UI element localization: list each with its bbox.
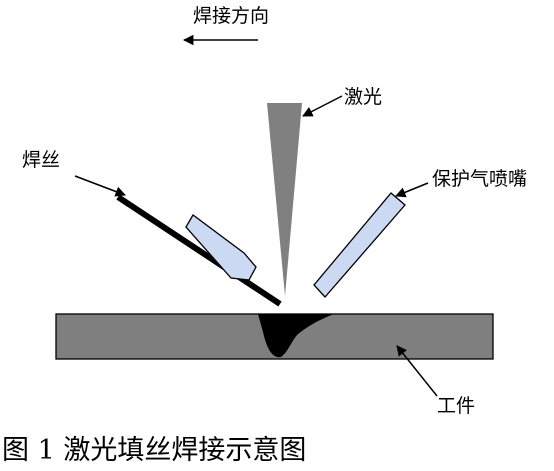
nozzle-label: 保护气喷嘴 [432, 168, 527, 190]
wire-guide [185, 214, 257, 281]
laser-beam [267, 103, 302, 296]
nozzle-leader-arrow [395, 182, 429, 198]
welding-direction-label: 焊接方向 [193, 5, 269, 27]
workpiece-leader-arrow [396, 345, 438, 397]
workpiece-label: 工件 [437, 395, 475, 417]
laser-label: 激光 [344, 86, 382, 108]
figure-caption: 图 1 激光填丝焊接示意图 [2, 435, 306, 466]
shielding-gas-nozzle [313, 192, 406, 298]
laser-leader-arrow [302, 95, 343, 117]
wire-leader-arrow [74, 175, 126, 197]
wire-label: 焊丝 [22, 149, 60, 171]
molten-pool [258, 314, 334, 358]
filler-wire [116, 194, 282, 307]
